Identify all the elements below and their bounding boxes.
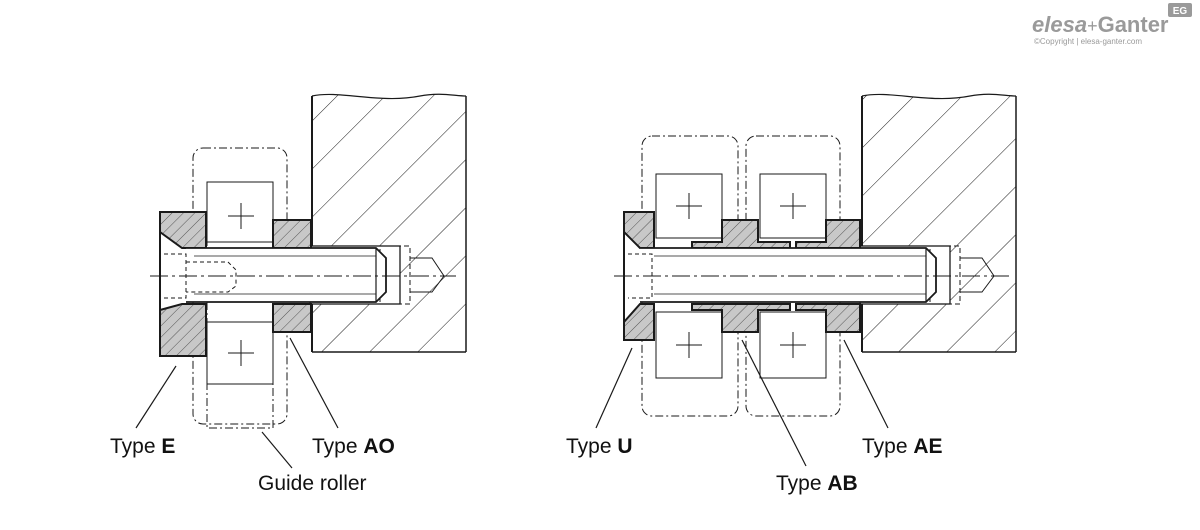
right-assembly: Type U Type AB Type AE [566, 93, 1017, 495]
svg-text:elesa+Ganter: elesa+Ganter [1032, 12, 1169, 37]
svg-text:EG: EG [1173, 6, 1188, 17]
right-bolt [628, 247, 995, 303]
label-guide-roller: Guide roller [258, 472, 367, 495]
left-bolt [164, 247, 445, 303]
left-mounting-wall [309, 93, 467, 353]
right-mounting-wall [859, 93, 1017, 353]
label-type-e: Type E [110, 435, 175, 458]
right-leaders [595, 339, 889, 467]
left-leaders [135, 337, 339, 469]
label-type-ab: Type AB [776, 472, 858, 495]
copyright-text: ©Copyright | elesa-ganter.com [1034, 37, 1142, 46]
type-u-washer [623, 211, 655, 341]
label-type-ae: Type AE [862, 435, 943, 458]
type-ab-spacer-2 [795, 219, 861, 333]
type-ao-spacer [272, 219, 312, 333]
label-type-u: Type U [566, 435, 633, 458]
elesa-ganter-logo: elesa+Ganter EG ©Copyright | elesa-gante… [1032, 3, 1192, 46]
left-assembly: Type E Type AO Guide roller [110, 93, 467, 495]
guide-roller-bearing-upper [206, 181, 274, 243]
guide-roller-bearings [655, 173, 827, 379]
guide-roller-bearing-lower [206, 321, 274, 385]
label-type-ao: Type AO [312, 435, 395, 458]
eg-badge [1168, 3, 1192, 17]
